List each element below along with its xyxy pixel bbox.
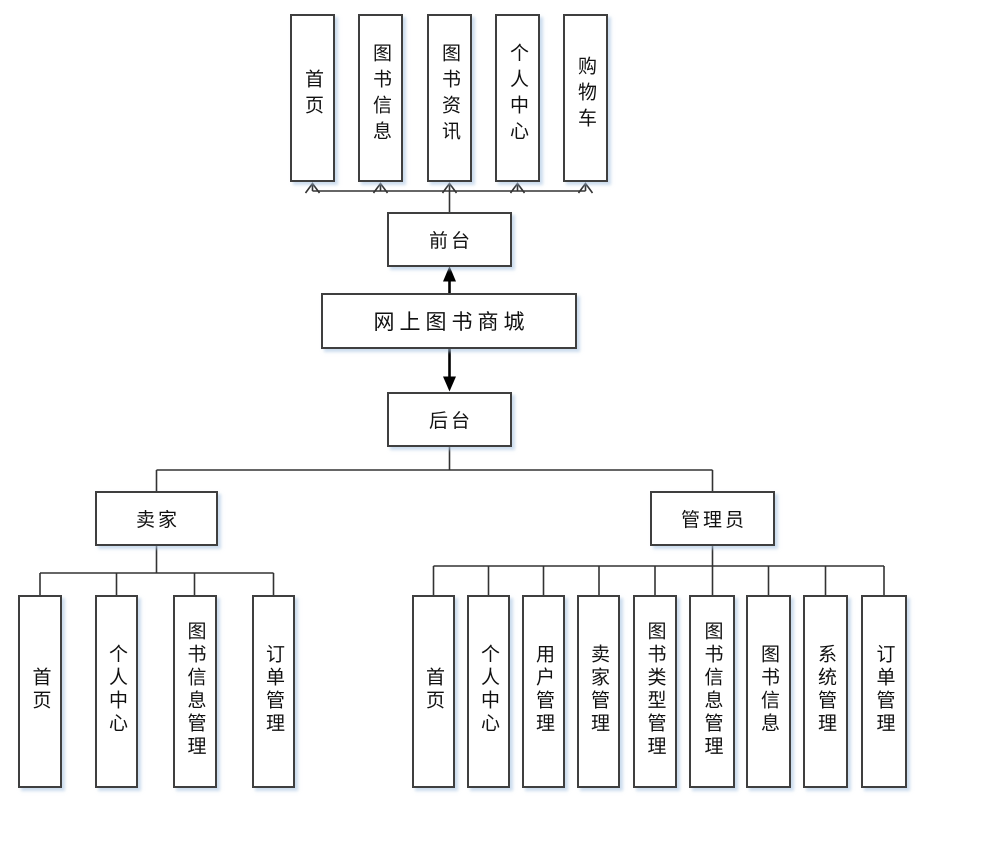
node-label: 图书信息管理: [701, 620, 723, 759]
node-label: 图书信息: [758, 643, 779, 736]
node-label: 网上图书商城: [373, 310, 530, 334]
node-admin-book-info: 图书信息: [746, 595, 791, 788]
node-label: 个人中心: [478, 643, 499, 736]
node-label: 首页: [302, 68, 323, 121]
seller-child-drops: [39, 573, 275, 595]
node-admin-user-mgmt: 用户管理: [522, 595, 565, 788]
node-admin-home: 首页: [412, 595, 455, 788]
node-backend: 后台: [387, 392, 512, 447]
node-admin-seller-mgmt: 卖家管理: [577, 595, 620, 788]
node-seller-home: 首页: [18, 595, 62, 788]
node-admin-system-mgmt: 系统管理: [803, 595, 848, 788]
node-label: 图书信息: [370, 42, 391, 147]
node-seller-personal-center: 个人中心: [95, 595, 138, 788]
up-chevron-arrows: [304, 182, 594, 194]
node-seller: 卖家: [95, 491, 218, 546]
node-label: 卖家: [135, 510, 180, 531]
node-label: 管理员: [680, 510, 747, 531]
root-to-frontend-arrow: [443, 266, 456, 293]
root-to-backend-arrow: [443, 349, 456, 392]
node-label: 前台: [428, 231, 473, 252]
node-admin-book-info-mgmt: 图书信息管理: [689, 595, 735, 788]
node-seller-book-info-mgmt: 图书信息管理: [173, 595, 217, 788]
node-frontend-home: 首页: [290, 14, 335, 182]
node-label: 用户管理: [533, 643, 554, 736]
node-admin-personal-center: 个人中心: [467, 595, 510, 788]
node-admin-book-type-mgmt: 图书类型管理: [633, 595, 677, 788]
node-label: 图书资讯: [439, 42, 460, 147]
node-label: 订单管理: [873, 643, 895, 736]
node-label: 后台: [428, 411, 473, 432]
admin-child-drops: [432, 566, 885, 595]
node-label: 首页: [29, 666, 51, 713]
node-label: 首页: [423, 666, 444, 713]
node-root: 网上图书商城: [321, 293, 577, 349]
node-admin-order-mgmt: 订单管理: [861, 595, 907, 788]
node-frontend-personal-center: 个人中心: [495, 14, 540, 182]
node-label: 订单管理: [263, 643, 284, 736]
node-frontend-book-news: 图书资讯: [427, 14, 472, 182]
node-label: 个人中心: [106, 643, 127, 736]
node-seller-order-mgmt: 订单管理: [252, 595, 295, 788]
node-label: 系统管理: [815, 643, 836, 736]
node-admin: 管理员: [650, 491, 775, 546]
node-frontend-book-info: 图书信息: [358, 14, 403, 182]
node-frontend: 前台: [387, 212, 512, 267]
node-label: 个人中心: [507, 42, 528, 147]
node-label: 购物车: [575, 55, 596, 134]
node-label: 图书信息管理: [184, 620, 206, 759]
node-label: 图书类型管理: [644, 620, 666, 759]
node-label: 卖家管理: [588, 643, 609, 736]
node-frontend-cart: 购物车: [563, 14, 608, 182]
